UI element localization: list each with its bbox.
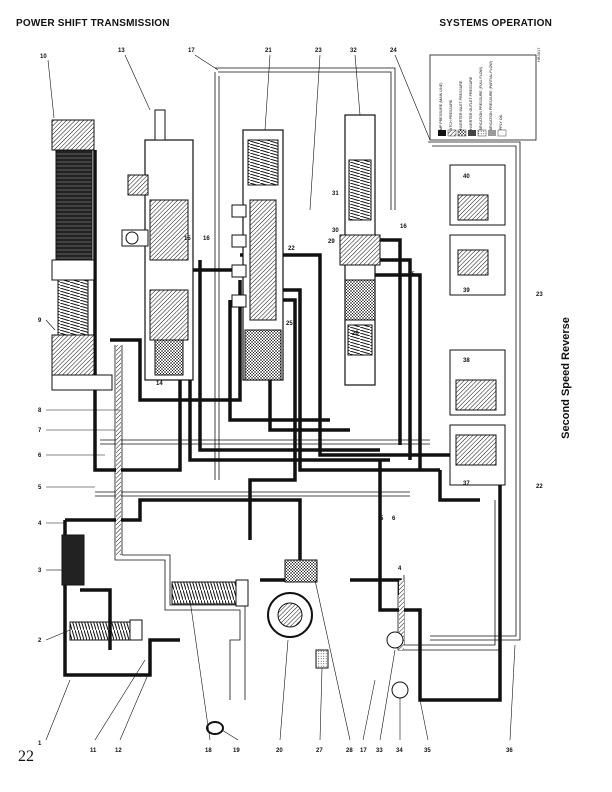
callout-20: 20	[276, 748, 283, 754]
callout-34: 34	[396, 748, 403, 754]
legend-swatch-lube-full	[477, 129, 487, 137]
filter-3	[61, 534, 85, 586]
selector-valve-13	[121, 109, 194, 381]
valve-body-21	[231, 129, 284, 381]
valve-34	[391, 681, 409, 699]
callout-10: 10	[40, 54, 47, 60]
callout-26: 26	[352, 331, 359, 337]
legend-swatch-pump	[438, 130, 446, 136]
sump-27	[315, 649, 329, 669]
callout-leaders	[45, 54, 516, 741]
callout-22: 22	[288, 246, 295, 252]
callout-4-inner: 4	[398, 566, 402, 572]
callout-19: 19	[233, 748, 240, 754]
lower-components	[61, 534, 409, 735]
legend-label-conv-outlet: CONVERTER OUTLET PRESSURE	[469, 76, 473, 135]
clutch-hatch-2	[399, 580, 404, 650]
callout-2: 2	[38, 638, 42, 644]
callout-9: 9	[38, 318, 42, 324]
callout-15-right: 15	[408, 272, 415, 278]
callout-13: 13	[118, 48, 125, 54]
legend: PUMP PRESSURE (MAIN LINE) CLUTCH PRESSUR…	[429, 54, 537, 141]
callout-17-top: 17	[188, 48, 195, 54]
callout-17-bottom: 17	[360, 748, 367, 754]
legend-label-clutch: CLUTCH PRESSURE	[449, 99, 453, 135]
legend-swatch-supply	[497, 129, 507, 137]
callout-27: 27	[316, 748, 323, 754]
page-header-right: SYSTEMS OPERATION	[439, 18, 552, 29]
legend-box	[429, 54, 537, 141]
callout-18: 18	[205, 748, 212, 754]
callout-11: 11	[90, 748, 97, 754]
callout-40: 40	[463, 174, 470, 180]
callout-30: 30	[332, 228, 339, 234]
callout-12: 12	[115, 748, 122, 754]
callout-16-right: 16	[400, 224, 407, 230]
legend-swatch-conv-inlet	[457, 129, 467, 137]
legend-swatch-clutch	[447, 129, 457, 137]
callout-33: 33	[376, 748, 383, 754]
strainer-19	[206, 721, 224, 735]
callout-16: 16	[203, 236, 210, 242]
valve-33	[386, 631, 404, 649]
callout-35: 35	[424, 748, 431, 754]
cooler-28	[284, 559, 318, 583]
main-pressure-lines	[63, 150, 505, 702]
callout-21: 21	[265, 48, 272, 54]
callout-14: 14	[156, 381, 163, 387]
page-number: 22	[18, 748, 34, 765]
callout-6-inner: 6	[392, 516, 396, 522]
callout-5-inner: 5	[380, 516, 384, 522]
callout-8: 8	[38, 408, 42, 414]
callout-5: 5	[38, 485, 42, 491]
callout-32: 32	[350, 48, 357, 54]
legend-swatch-lube-partial	[488, 130, 496, 136]
callout-28: 28	[346, 748, 353, 754]
callout-6: 6	[38, 453, 42, 459]
callout-38: 38	[463, 358, 470, 364]
legend-label-lube-partial: LUBRICATION PRESSURE (PARTIAL FLOW)	[489, 61, 493, 135]
clutch-pack-upper	[449, 164, 506, 296]
callout-numbers: 8 7 6 5 4 3 2 1 9 10 13 17 21 23 32 24 1…	[38, 48, 543, 754]
callout-23-right: 23	[536, 292, 543, 298]
callout-4: 4	[38, 521, 42, 527]
legend-swatch-conv-outlet	[468, 130, 476, 136]
callout-1: 1	[38, 741, 42, 747]
spring-18	[171, 581, 243, 605]
legend-label-lube-full: LUBRICATION PRESSURE (FULL FLOW)	[479, 67, 483, 135]
callout-29: 29	[328, 239, 335, 245]
supply-lines	[95, 67, 521, 641]
callout-25: 25	[286, 321, 293, 327]
clutch-hatch-1	[116, 345, 121, 555]
callout-36: 36	[506, 748, 513, 754]
callout-31: 31	[332, 191, 339, 197]
callout-3: 3	[38, 568, 42, 574]
valve-32	[339, 114, 381, 386]
legend-label-conv-inlet: CONVERTER INLET PRESSURE	[459, 80, 463, 135]
page-header-left: POWER SHIFT TRANSMISSION	[16, 18, 170, 29]
legend-label-pump: PUMP PRESSURE (MAIN LINE)	[439, 83, 443, 135]
callout-7: 7	[38, 428, 42, 434]
callout-37: 37	[463, 481, 470, 487]
callout-22-right: 22	[536, 484, 543, 490]
callout-24: 24	[390, 48, 397, 54]
callout-15: 15	[184, 236, 191, 242]
callout-39: 39	[463, 288, 470, 294]
clutch-lines	[114, 345, 501, 700]
clutch-pack-lower	[449, 349, 506, 486]
legend-label-supply: SUPPLY OIL	[499, 114, 503, 135]
relief-valve-10	[51, 119, 113, 391]
callout-23-top: 23	[315, 48, 322, 54]
